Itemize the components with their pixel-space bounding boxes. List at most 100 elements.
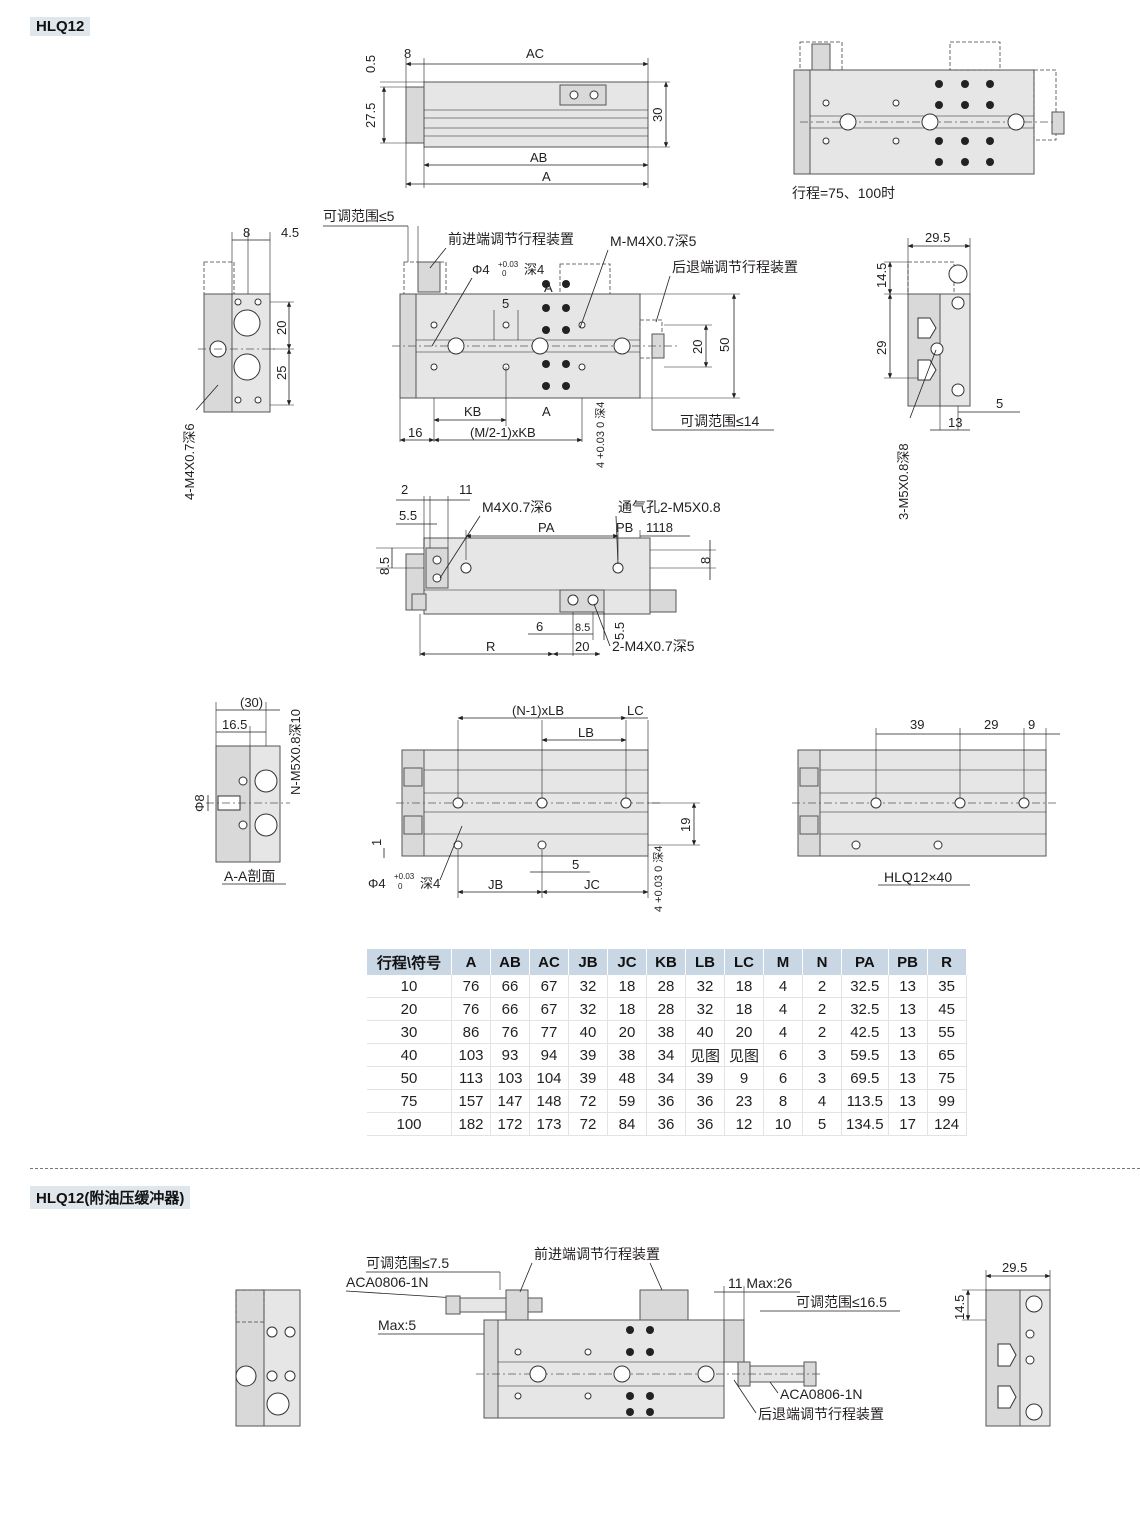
view-bottom-middle: (N-1)xLB LC LB 19 1 Φ4 +0.03 0 深4 JB JC …	[368, 703, 700, 912]
table-cell: 6	[763, 1043, 804, 1067]
label-adj-5: 可调范围≤5	[323, 208, 395, 224]
label-m4-deep6: M4X0.7深6	[482, 499, 552, 515]
table-cell: 32	[685, 997, 726, 1021]
dim-r: R	[486, 639, 495, 654]
label-section-a-bottom: A	[542, 404, 551, 419]
table-cell: 66	[490, 997, 530, 1021]
table-cell: 34	[646, 1043, 686, 1067]
label-3-m5-deep8: 3-M5X0.8深8	[896, 443, 911, 520]
table-cell: 2	[802, 1020, 843, 1044]
table-cell: 6	[763, 1066, 804, 1090]
dim-29: 29	[874, 341, 889, 355]
label-2-m4-deep5: 2-M4X0.7深5	[612, 638, 695, 654]
dim-20: 20	[274, 321, 289, 335]
label-phi4-a: Φ4	[472, 262, 490, 277]
table-cell: 36	[646, 1112, 686, 1136]
dim-8: 8	[404, 46, 411, 61]
table-cell: 36	[646, 1089, 686, 1113]
dim-29-5b: 29.5	[1002, 1260, 1027, 1275]
dim-5b: 5	[996, 396, 1003, 411]
table-cell: 4	[763, 1020, 804, 1044]
table-cell: 59.5	[841, 1043, 889, 1067]
table-cell: 34	[646, 1066, 686, 1090]
label-rear-adjust-2: 后退端调节行程装置	[758, 1406, 884, 1422]
table-cell: 36	[685, 1089, 726, 1113]
label-adj-7-5: 可调范围≤7.5	[366, 1255, 449, 1271]
label-4-deep4-vertical-b: 4 +0.03 0 深4	[652, 846, 665, 912]
table-cell: 13	[888, 1043, 928, 1067]
dim-4-5: 4.5	[281, 225, 299, 240]
table-cell: 3	[802, 1066, 843, 1090]
dim-30-paren: (30)	[240, 695, 263, 710]
table-cell: 84	[607, 1112, 647, 1136]
table-cell: 76	[451, 997, 491, 1021]
dim-8-5b: 8.5	[575, 622, 590, 634]
table-cell: 12	[724, 1112, 765, 1136]
table-cell: 65	[927, 1043, 967, 1067]
table-cell: 55	[927, 1020, 967, 1044]
label-front-adjust: 前进端调节行程装置	[448, 231, 574, 247]
section-title-hlq12-buffer: HLQ12(附油压缓冲器)	[30, 1186, 191, 1209]
table-cell: 69.5	[841, 1066, 889, 1090]
table-cell: 4	[763, 975, 804, 998]
table-cell: 18	[607, 975, 647, 998]
dim-50: 50	[717, 338, 732, 352]
table-cell: 72	[568, 1089, 608, 1113]
table-cell: 18	[724, 975, 765, 998]
header-cell: PA	[841, 949, 889, 975]
dim-n1-lb: (N-1)xLB	[512, 703, 564, 718]
table-cell: 147	[490, 1089, 530, 1113]
table-cell: 36	[685, 1112, 726, 1136]
stroke-note: 行程=75、100时	[792, 185, 895, 201]
table-cell: 见图	[685, 1043, 726, 1067]
table-cell: 2	[802, 975, 843, 998]
table-cell: 18	[724, 997, 765, 1021]
dim-11: 11	[459, 482, 473, 497]
table-cell: 42.5	[841, 1020, 889, 1044]
dim-jc: JC	[584, 877, 600, 892]
header-cell: M	[763, 949, 804, 975]
label-tol-a0: 0	[502, 269, 507, 278]
table-cell: 8	[763, 1089, 804, 1113]
label-rear-adjust: 后退端调节行程装置	[672, 259, 798, 275]
dim-lc: LC	[627, 703, 644, 718]
dim-14-5: 14.5	[874, 263, 889, 288]
table-cell: 172	[490, 1112, 530, 1136]
table-cell: 99	[927, 1089, 967, 1113]
table-cell: 13	[888, 1020, 928, 1044]
label-m-m4: M-M4X0.7深5	[610, 233, 697, 249]
table-cell: 10	[763, 1112, 804, 1136]
dim-2: 2	[401, 482, 408, 497]
table-cell: 113	[451, 1066, 491, 1090]
table-cell: 32	[568, 997, 608, 1021]
dim-11-18: 1118	[646, 520, 673, 535]
table-cell: 23	[724, 1089, 765, 1113]
label-max-5: Max:5	[378, 1317, 416, 1333]
table-cell: 45	[927, 997, 967, 1021]
table-cell: 28	[646, 997, 686, 1021]
label-aca-1: ACA0806-1N	[346, 1274, 429, 1290]
header-cell: 行程\符号	[367, 949, 452, 975]
table-cell: 28	[646, 975, 686, 998]
dim-29b: 29	[984, 717, 998, 732]
table-cell: 103	[490, 1066, 530, 1090]
header-cell: N	[802, 949, 843, 975]
table-cell: 32	[685, 975, 726, 998]
dim-jb: JB	[488, 877, 503, 892]
table-cell: 50	[367, 1066, 452, 1090]
dim-20c: 20	[575, 639, 589, 654]
table-cell: 见图	[724, 1043, 765, 1067]
dim-pa: PA	[538, 520, 555, 535]
dim-14-5b: 14.5	[952, 1295, 967, 1320]
table-cell: 38	[646, 1020, 686, 1044]
header-cell: AB	[490, 949, 530, 975]
view-side-top: 8 AC 0.5 27.5 30 AB A	[363, 46, 670, 188]
dim-6: 6	[536, 619, 543, 634]
table-cell: 67	[529, 997, 569, 1021]
table-cell: 72	[568, 1112, 608, 1136]
dim-lb: LB	[578, 725, 594, 740]
table-cell: 13	[888, 975, 928, 998]
